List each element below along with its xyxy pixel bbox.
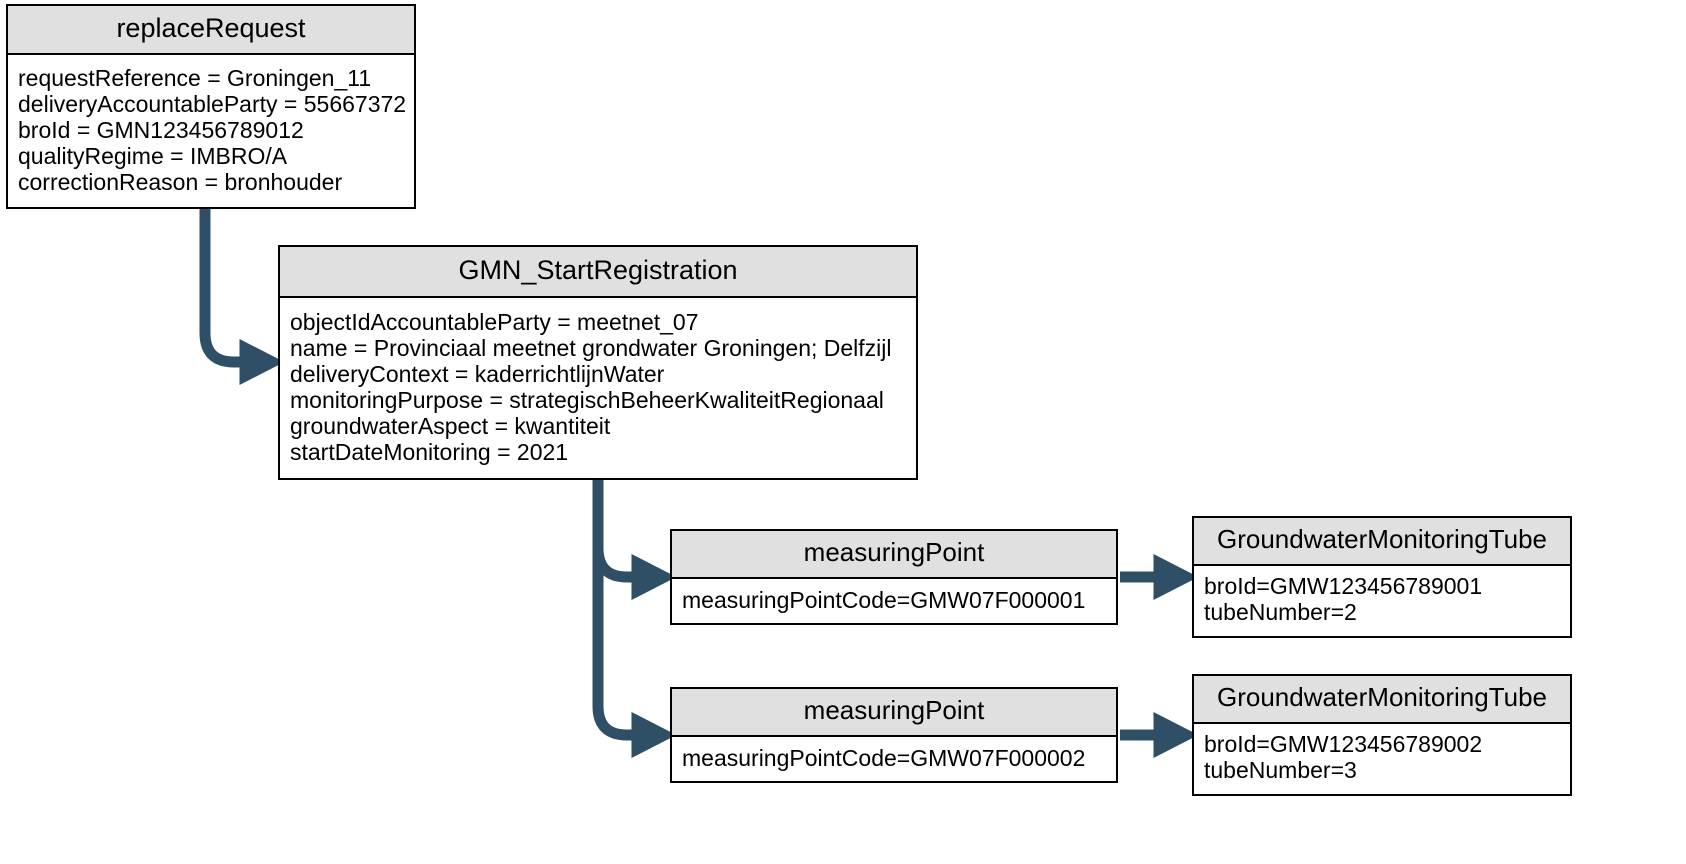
attribute-measuring-point-code-2: measuringPointCode=GMW07F000002 [682, 745, 1086, 772]
node-title-replace-request: replaceRequest [8, 6, 414, 56]
attribute-name: name = Provinciaal meetnet grondwater Gr… [290, 335, 892, 362]
attribute-request-reference: requestReference = Groningen_11 [18, 65, 372, 92]
attribute-delivery-accountable-party: deliveryAccountableParty = 55667372 [18, 91, 407, 118]
attribute-tube-2-bro-id: broId=GMW123456789002 [1204, 731, 1483, 758]
node-body-groundwater-monitoring-tube-1: broId=GMW123456789001 tubeNumber=2 [1194, 566, 1570, 636]
attribute-correction-reason: correctionReason = bronhouder [18, 169, 343, 196]
object-node-measuring-point-2: measuringPoint measuringPointCode=GMW07F… [670, 687, 1118, 784]
object-node-gmn-start-registration: GMN_StartRegistration objectIdAccountabl… [278, 245, 918, 481]
object-node-measuring-point-1: measuringPoint measuringPointCode=GMW07F… [670, 529, 1118, 626]
connector-start-registration-to-measuring-point-2 [592, 470, 677, 759]
object-node-groundwater-monitoring-tube-2: GroundwaterMonitoringTube broId=GMW12345… [1192, 674, 1572, 797]
node-body-replace-request: requestReference = Groningen_11 delivery… [8, 55, 414, 207]
node-body-groundwater-monitoring-tube-2: broId=GMW123456789002 tubeNumber=3 [1194, 724, 1570, 794]
node-title-groundwater-monitoring-tube-1: GroundwaterMonitoringTube [1194, 518, 1570, 567]
attribute-measuring-point-code-1: measuringPointCode=GMW07F000001 [682, 587, 1086, 614]
attribute-tube-1-tube-number: tubeNumber=2 [1204, 599, 1357, 626]
node-title-measuring-point-2: measuringPoint [672, 689, 1116, 738]
node-title-gmn-start-registration: GMN_StartRegistration [280, 247, 916, 299]
attribute-groundwater-aspect: groundwaterAspect = kwantiteit [290, 413, 611, 440]
attribute-tube-2-tube-number: tubeNumber=3 [1204, 757, 1357, 784]
node-body-gmn-start-registration: objectIdAccountableParty = meetnet_07 na… [280, 298, 916, 478]
attribute-tube-1-bro-id: broId=GMW123456789001 [1204, 573, 1483, 600]
attribute-object-id-accountable-party: objectIdAccountableParty = meetnet_07 [290, 309, 699, 336]
object-node-groundwater-monitoring-tube-1: GroundwaterMonitoringTube broId=GMW12345… [1192, 516, 1572, 639]
attribute-bro-id: broId = GMN123456789012 [18, 117, 304, 144]
node-body-measuring-point-2: measuringPointCode=GMW07F000002 [672, 737, 1116, 781]
object-node-replace-request: replaceRequest requestReference = Gronin… [6, 4, 416, 210]
node-body-measuring-point-1: measuringPointCode=GMW07F000001 [672, 579, 1116, 623]
connector-start-registration-to-measuring-point-1 [592, 470, 677, 601]
attribute-start-date-monitoring: startDateMonitoring = 2021 [290, 439, 569, 466]
attribute-delivery-context: deliveryContext = kaderrichtlijnWater [290, 361, 665, 388]
node-title-measuring-point-1: measuringPoint [672, 531, 1116, 580]
attribute-quality-regime: qualityRegime = IMBRO/A [18, 143, 288, 170]
connector-replace-request-to-start-registration [199, 206, 285, 386]
attribute-monitoring-purpose: monitoringPurpose = strategischBeheerKwa… [290, 387, 884, 414]
node-title-groundwater-monitoring-tube-2: GroundwaterMonitoringTube [1194, 676, 1570, 725]
